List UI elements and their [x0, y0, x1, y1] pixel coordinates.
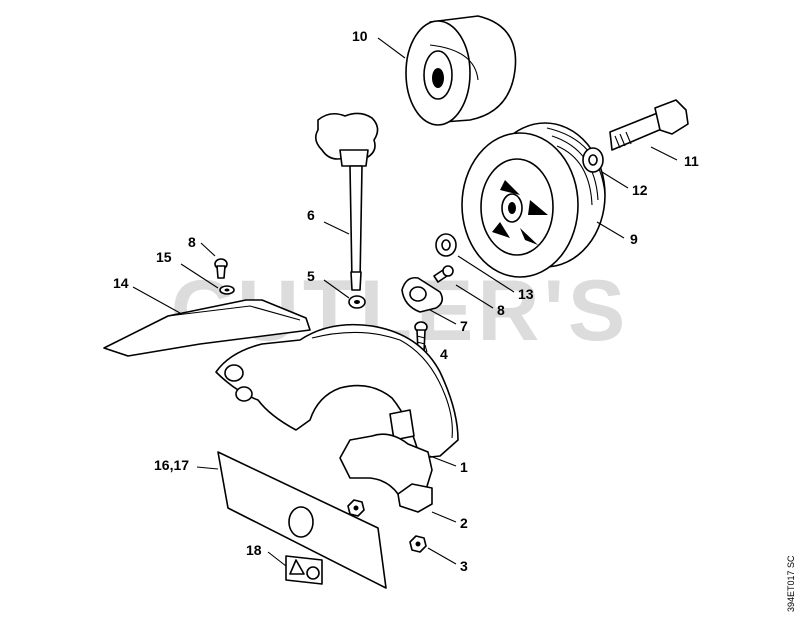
drawing-code: 394ET017 SC: [786, 555, 796, 612]
part-label-15: 15: [156, 249, 172, 265]
part-label-18: 18: [246, 542, 262, 558]
part-label-5: 5: [307, 268, 315, 284]
part-label-8-left: 8: [188, 234, 196, 250]
leader-lines: [132, 37, 678, 567]
washer-part-15: [219, 285, 235, 295]
part-label-2: 2: [460, 515, 468, 531]
screw-part-left: [214, 258, 228, 279]
screw-part-upper: [433, 265, 454, 283]
nut-part-3: [409, 535, 427, 553]
cover-plate-part: [217, 451, 387, 589]
part-label-14: 14: [113, 275, 129, 291]
washer-part-12: [582, 147, 604, 173]
part-label-6: 6: [307, 207, 315, 223]
part-label-1: 1: [460, 459, 468, 475]
part-label-12: 12: [632, 182, 648, 198]
roller-part: [405, 15, 517, 126]
nut-part-upper: [347, 499, 365, 517]
part-label-4: 4: [440, 346, 448, 362]
part-label-10: 10: [352, 28, 368, 44]
washer-part-13: [435, 233, 457, 257]
clamp-part: [401, 276, 444, 313]
part-label-3: 3: [460, 558, 468, 574]
part-label-7: 7: [460, 318, 468, 334]
knob-part: [314, 112, 379, 291]
blade-part: [103, 299, 311, 357]
guard-part: [215, 323, 459, 459]
part-label-16-17: 16,17: [154, 457, 189, 473]
axle-bolt-part: [609, 99, 689, 151]
part-label-9: 9: [630, 231, 638, 247]
warning-label-part: [285, 555, 323, 585]
bracket-part: [339, 433, 433, 513]
part-label-11: 11: [684, 153, 699, 169]
wheel-part: [461, 122, 606, 278]
part-label-8-right: 8: [497, 302, 505, 318]
washer-part-5: [348, 295, 366, 309]
part-label-13: 13: [518, 286, 534, 302]
